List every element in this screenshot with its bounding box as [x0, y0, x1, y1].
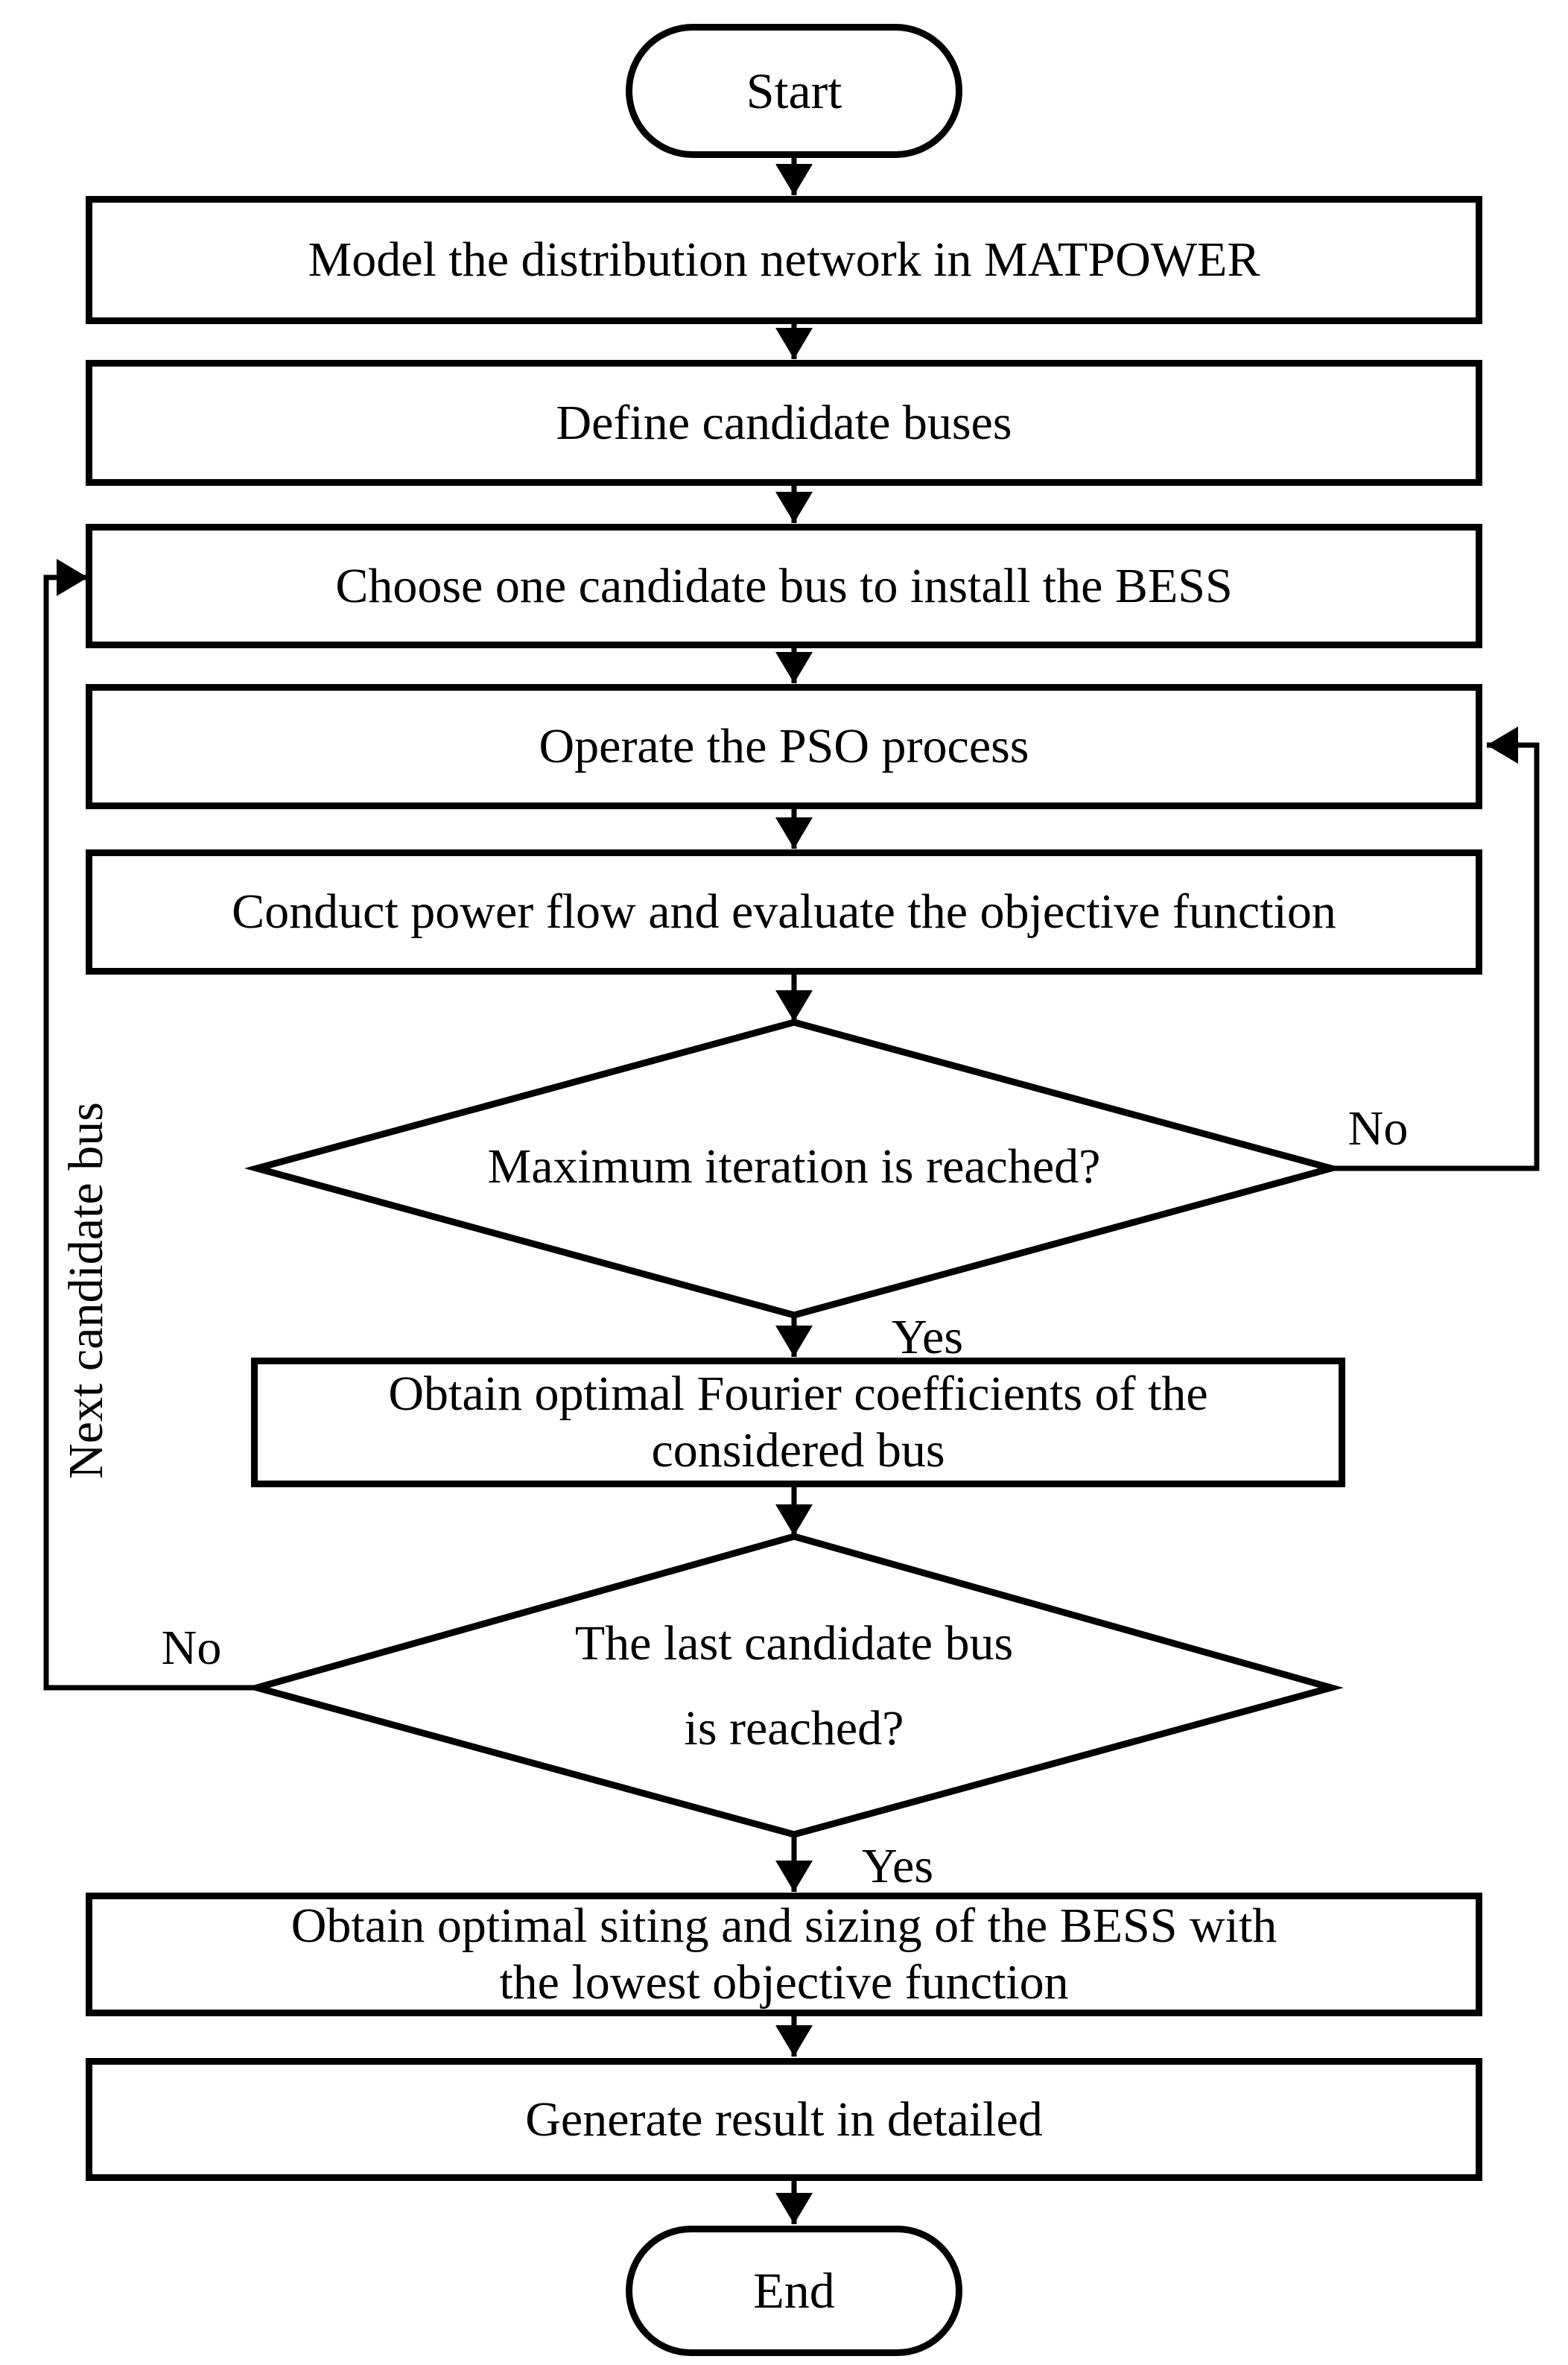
decision-last-bus-shape: [244, 1533, 1344, 1838]
start-node: Start: [626, 24, 962, 158]
decision-last-bus-label-line1: The last candidate bus: [574, 1616, 1014, 1671]
process-obtain-optimal-siting-line2: the lowest objective function: [499, 1955, 1069, 2010]
end-node: End: [626, 2226, 962, 2356]
label-no-max-iteration: No: [1348, 1101, 1409, 1156]
label-no-last-bus: No: [161, 1621, 222, 1675]
process-obtain-fourier-line1: Obtain optimal Fourier coefficients of t…: [388, 1367, 1208, 1422]
process-obtain-optimal-siting-line1: Obtain optimal siting and sizing of the …: [291, 1899, 1277, 1954]
process-define-candidate-buses: Define candidate buses: [86, 360, 1482, 486]
loop-next-candidate-bus: [43, 559, 257, 1691]
process-obtain-fourier-line2: considered bus: [651, 1423, 945, 1478]
process-model-network: Model the distribution network in MATPOW…: [86, 196, 1482, 324]
process-generate-result: Generate result in detailed: [86, 2058, 1482, 2181]
process-obtain-optimal-siting: Obtain optimal siting and sizing of the …: [86, 1893, 1482, 2016]
decision-max-iteration-label: Maximum iteration is reached?: [487, 1139, 1101, 1194]
label-yes-last-bus: Yes: [861, 1839, 934, 1893]
process-choose-candidate-bus: Choose one candidate bus to install the …: [86, 524, 1482, 648]
label-next-candidate-bus: Next candidate bus: [59, 1102, 113, 1479]
decision-max-iteration-shape: [244, 1019, 1345, 1319]
process-conduct-power-flow: Conduct power flow and evaluate the obje…: [86, 849, 1482, 975]
process-obtain-fourier-coefficients: Obtain optimal Fourier coefficients of t…: [251, 1358, 1345, 1487]
process-operate-pso: Operate the PSO process: [86, 684, 1482, 809]
decision-last-bus-label-line2: is reached?: [684, 1701, 904, 1755]
label-yes-max-iteration: Yes: [891, 1310, 964, 1364]
loop-no-max-iteration: [1331, 726, 1540, 1171]
